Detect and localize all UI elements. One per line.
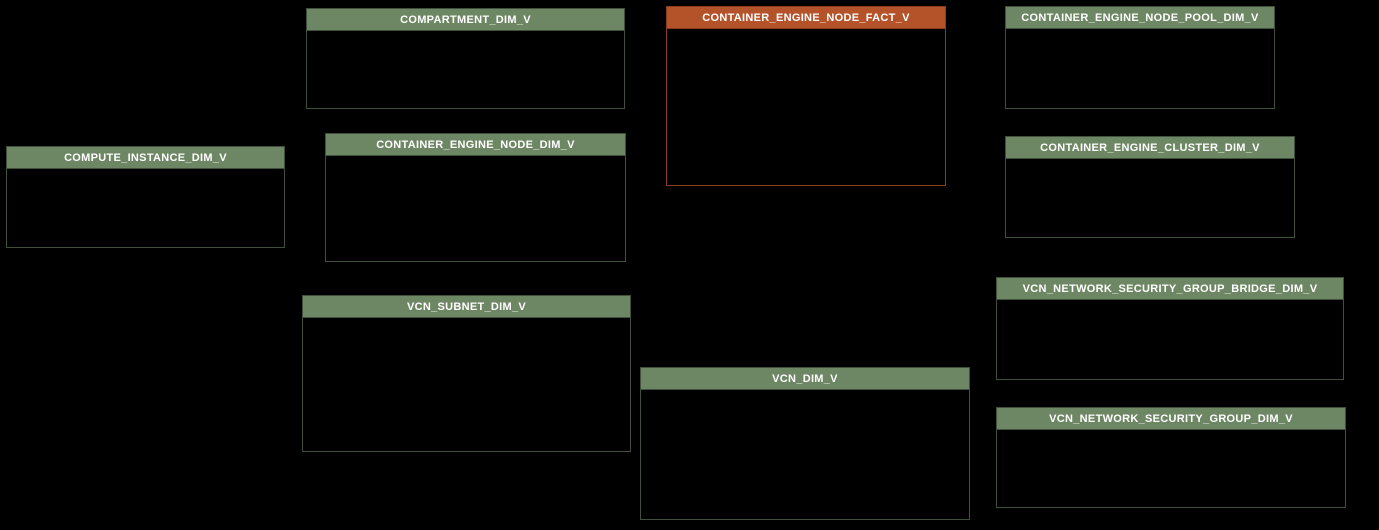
entity-table-header[interactable]: CONTAINER_ENGINE_CLUSTER_DIM_V — [1006, 137, 1294, 159]
entity-table-title: CONTAINER_ENGINE_NODE_POOL_DIM_V — [1021, 11, 1259, 24]
entity-table-vcn-network-security-group-bridge-dim-v[interactable]: VCN_NETWORK_SECURITY_GROUP_BRIDGE_DIM_V — [996, 277, 1344, 380]
entity-table-header[interactable]: CONTAINER_ENGINE_NODE_DIM_V — [326, 134, 625, 156]
entity-table-header[interactable]: COMPARTMENT_DIM_V — [307, 9, 624, 31]
entity-table-compute-instance-dim-v[interactable]: COMPUTE_INSTANCE_DIM_V — [6, 146, 285, 248]
entity-table-header[interactable]: VCN_DIM_V — [641, 368, 969, 390]
entity-table-container-engine-node-pool-dim-v[interactable]: CONTAINER_ENGINE_NODE_POOL_DIM_V — [1005, 6, 1275, 109]
entity-table-title: CONTAINER_ENGINE_NODE_FACT_V — [702, 11, 910, 24]
entity-table-header[interactable]: VCN_NETWORK_SECURITY_GROUP_BRIDGE_DIM_V — [997, 278, 1343, 300]
entity-table-title: CONTAINER_ENGINE_CLUSTER_DIM_V — [1040, 141, 1260, 154]
entity-table-title: COMPARTMENT_DIM_V — [400, 13, 531, 26]
entity-table-container-engine-node-dim-v[interactable]: CONTAINER_ENGINE_NODE_DIM_V — [325, 133, 626, 262]
entity-table-vcn-network-security-group-dim-v[interactable]: VCN_NETWORK_SECURITY_GROUP_DIM_V — [996, 407, 1346, 508]
entity-table-title: COMPUTE_INSTANCE_DIM_V — [64, 151, 227, 164]
entity-table-title: VCN_NETWORK_SECURITY_GROUP_BRIDGE_DIM_V — [1022, 282, 1318, 295]
entity-table-header[interactable]: VCN_NETWORK_SECURITY_GROUP_DIM_V — [997, 408, 1345, 430]
entity-table-header[interactable]: CONTAINER_ENGINE_NODE_FACT_V — [667, 7, 945, 29]
entity-table-title: CONTAINER_ENGINE_NODE_DIM_V — [376, 138, 575, 151]
entity-table-title: VCN_SUBNET_DIM_V — [406, 300, 527, 313]
entity-table-vcn-dim-v[interactable]: VCN_DIM_V — [640, 367, 970, 520]
entity-table-header[interactable]: VCN_SUBNET_DIM_V — [303, 296, 630, 318]
entity-table-title: VCN_NETWORK_SECURITY_GROUP_DIM_V — [1049, 412, 1293, 425]
entity-table-vcn-subnet-dim-v[interactable]: VCN_SUBNET_DIM_V — [302, 295, 631, 452]
entity-table-header[interactable]: CONTAINER_ENGINE_NODE_POOL_DIM_V — [1006, 7, 1274, 29]
entity-table-container-engine-cluster-dim-v[interactable]: CONTAINER_ENGINE_CLUSTER_DIM_V — [1005, 136, 1295, 238]
entity-table-header[interactable]: COMPUTE_INSTANCE_DIM_V — [7, 147, 284, 169]
entity-table-title: VCN_DIM_V — [772, 372, 838, 385]
entity-table-container-engine-node-fact-v[interactable]: CONTAINER_ENGINE_NODE_FACT_V — [666, 6, 946, 186]
entity-table-compartment-dim-v[interactable]: COMPARTMENT_DIM_V — [306, 8, 625, 109]
